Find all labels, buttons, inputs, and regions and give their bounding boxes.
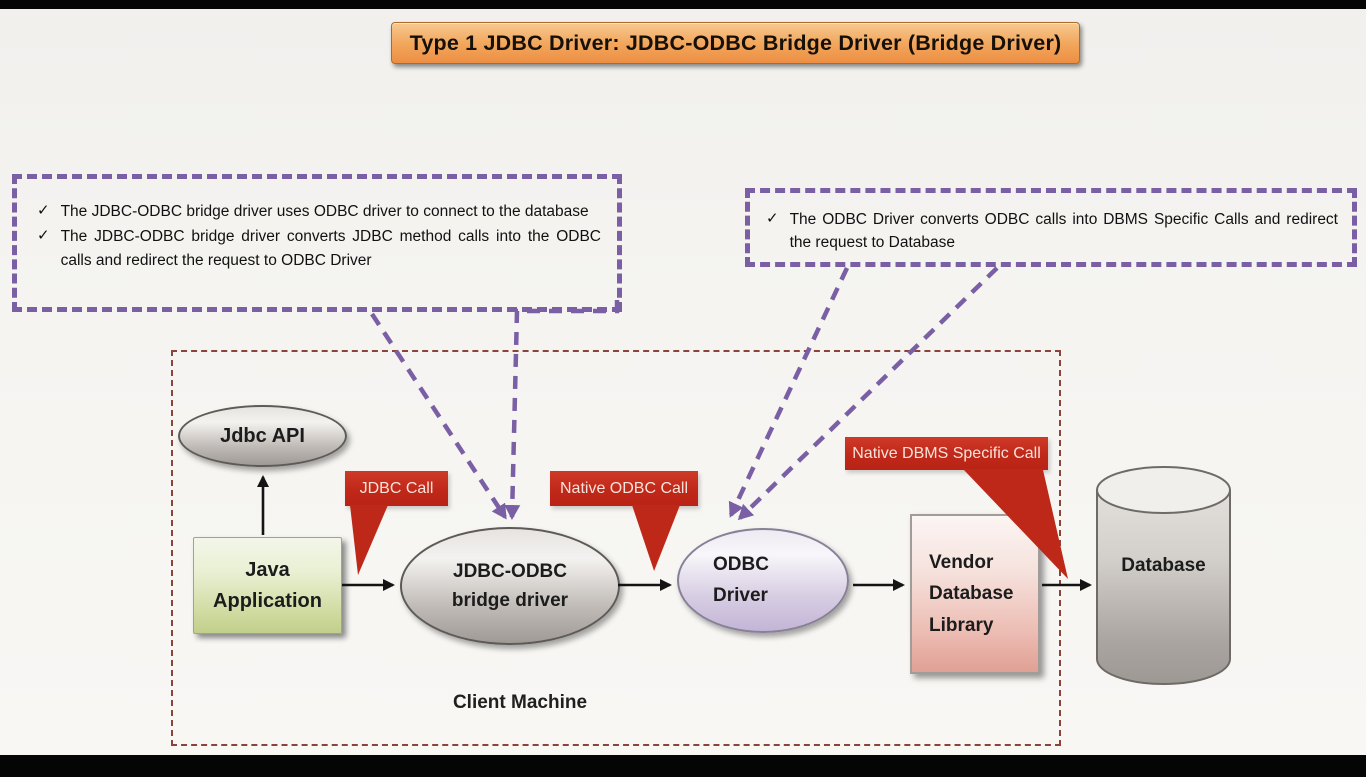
callout-label: JDBC Call [359,479,434,497]
callout-label: Native ODBC Call [559,479,689,497]
callout-native-odbc-call: Native ODBC Call [550,471,698,506]
slide-background: Type 1 JDBC Driver: JDBC-ODBC Bridge Dri… [0,9,1366,755]
node-jdbc-api: Jdbc API [178,405,347,467]
top-frame-bar [0,0,1366,9]
note-item: ✓ The ODBC Driver converts ODBC calls in… [766,208,1338,255]
checkmark-icon: ✓ [37,202,50,219]
bottom-frame-bar [0,755,1366,768]
page-title: Type 1 JDBC Driver: JDBC-ODBC Bridge Dri… [409,30,1062,55]
title-banner: Type 1 JDBC Driver: JDBC-ODBC Bridge Dri… [391,22,1080,64]
note-text: The JDBC-ODBC bridge driver uses ODBC dr… [60,203,589,220]
client-machine-label: Client Machine [452,692,588,713]
node-label: ODBC Driver [713,554,769,606]
checkmark-icon: ✓ [37,227,50,245]
node-java-application: Java Application [193,537,342,634]
node-jdbc-odbc-bridge-driver: JDBC-ODBC bridge driver [400,527,620,645]
node-label: Java Application [213,558,322,612]
node-label: JDBC-ODBC bridge driver [451,560,569,611]
note-text: The JDBC-ODBC bridge driver converts JDB… [60,228,601,269]
note-box-odbc-driver: ✓ The ODBC Driver converts ODBC calls in… [745,188,1357,267]
callout-jdbc-call: JDBC Call [345,471,448,506]
node-odbc-driver: ODBC Driver [677,528,849,633]
node-vendor-database-library: Vendor Database Library [910,514,1040,674]
note-item: ✓ The JDBC-ODBC bridge driver converts J… [37,225,601,272]
note-text: The ODBC Driver converts ODBC calls into… [789,211,1338,252]
checkmark-icon: ✓ [766,210,779,227]
node-label: Jdbc API [220,424,305,447]
note-item: ✓ The JDBC-ODBC bridge driver uses ODBC … [37,200,601,223]
callout-label: Native DBMS Specific Call [852,444,1041,462]
note-box-bridge-driver: ✓ The JDBC-ODBC bridge driver uses ODBC … [12,174,622,312]
callout-native-dbms-specific-call: Native DBMS Specific Call [845,437,1048,470]
node-label: Vendor Database Library [929,551,1014,636]
node-database-label: Database [1121,555,1206,576]
